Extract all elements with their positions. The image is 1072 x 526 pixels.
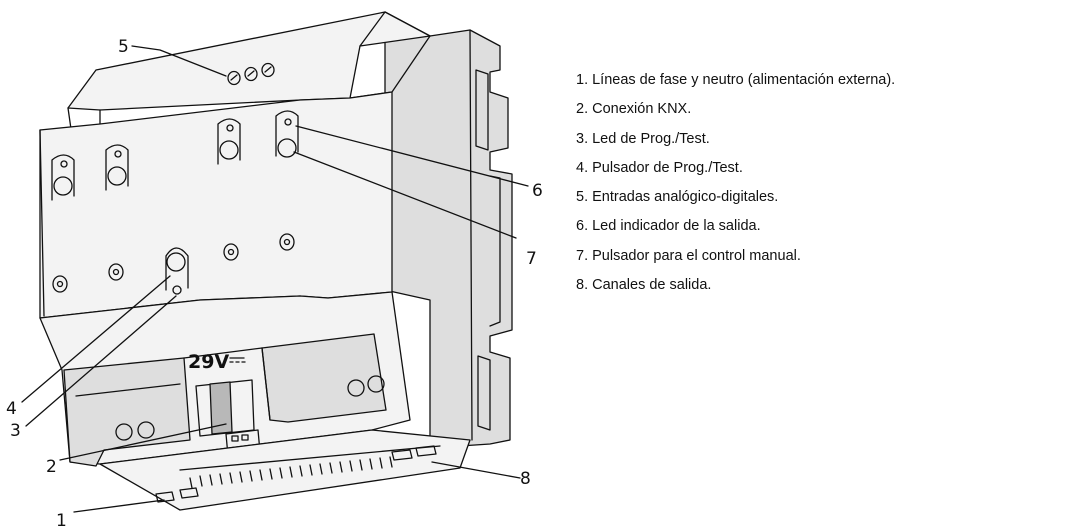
legend-item: 2. Conexión KNX.: [576, 101, 692, 118]
legend-item: 4. Pulsador de Prog./Test.: [576, 159, 743, 176]
legend-item: 3. Led de Prog./Test.: [576, 130, 710, 147]
legend-list: 1. Líneas de fase y neutro (alimentación…: [576, 66, 1066, 300]
legend-item: 1. Líneas de fase y neutro (alimentación…: [576, 72, 896, 88]
callout-4: 4: [6, 399, 17, 419]
callout-numbers: 1 2 3 4 5 6 7 8: [6, 37, 543, 526]
callout-5: 5: [118, 37, 129, 57]
bottom-vents: [99, 429, 471, 511]
legend-item: 5. Entradas analógico-digitales.: [576, 189, 779, 206]
callout-1: 1: [56, 511, 67, 526]
callout-7: 7: [526, 249, 537, 269]
legend-item: 6. Led indicador de la salida.: [576, 218, 761, 235]
knx-device-drawing: 29V: [6, 11, 543, 526]
dc-symbol: [229, 357, 246, 363]
legend-item: 8. Canales de salida.: [576, 277, 712, 294]
callout-6: 6: [532, 181, 543, 201]
callout-2: 2: [46, 457, 57, 477]
face-indicators: [52, 233, 295, 293]
callout-3: 3: [10, 421, 21, 441]
legend-item: 7. Pulsador para el control manual.: [576, 247, 801, 264]
input-screws: [227, 62, 275, 86]
callout-8: 8: [520, 469, 531, 489]
leader-lines: [21, 45, 529, 513]
prog-button-and-led: [165, 247, 189, 295]
front-face: [39, 91, 393, 319]
voltage-label: 29V: [188, 351, 229, 373]
output-channel-slots: [51, 110, 299, 201]
